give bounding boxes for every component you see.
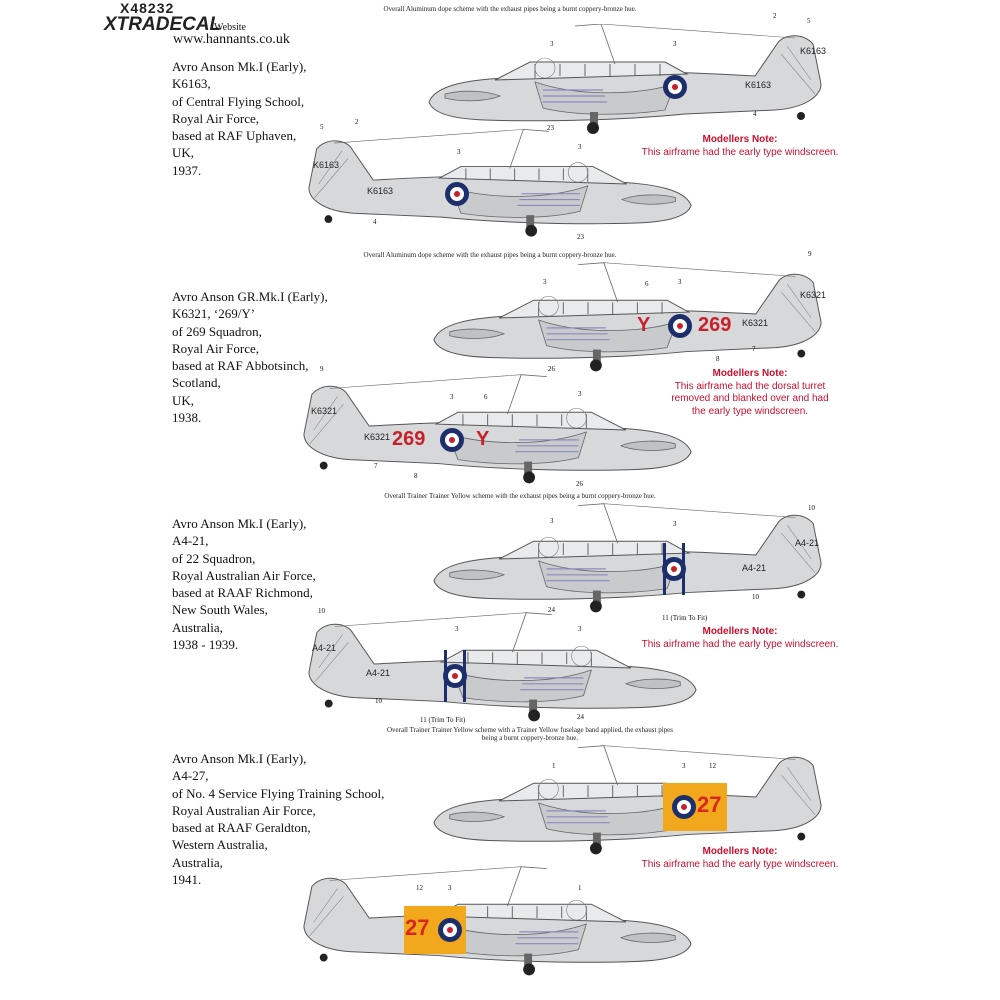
aircraft-4-port-profile xyxy=(300,866,695,976)
website-url[interactable]: www.hannants.co.uk xyxy=(173,32,290,47)
aircraft-4-description: Avro Anson Mk.I (Early),A4-27,of No. 4 S… xyxy=(172,751,385,888)
callout-number: 8 xyxy=(414,472,418,480)
code-number: 269 xyxy=(392,428,426,450)
callout-number: 10 xyxy=(318,607,325,615)
roundel-icon xyxy=(668,314,692,338)
serial-marking: K6163 xyxy=(745,80,772,90)
xtradecal-logo: X48232 XTRADECAL xyxy=(92,0,282,34)
code-letter: Y xyxy=(637,314,651,336)
callout-number: 23 xyxy=(577,233,584,241)
callout-number: 9 xyxy=(808,250,812,258)
aircraft-1-port-profile xyxy=(305,128,695,238)
scheme-caption-3: Overall Trainer Trainer Yellow scheme wi… xyxy=(384,492,656,500)
callout-number: 12 xyxy=(416,884,423,892)
fin-serial-marking: K6321 xyxy=(311,406,338,416)
callout-number: 3 xyxy=(457,148,461,156)
code-number: 27 xyxy=(697,792,722,817)
callout-number: 4 xyxy=(753,110,757,118)
product-code: X48232 xyxy=(120,0,175,16)
callout-number: 1 xyxy=(578,884,582,892)
callout-number: 26 xyxy=(576,480,583,488)
aircraft-4-starboard-profile xyxy=(430,745,825,855)
callout-number: 3 xyxy=(543,278,547,286)
callout-number: 8 xyxy=(716,355,720,363)
serial-marking: K6321 xyxy=(742,318,769,328)
callout-number: 3 xyxy=(450,393,454,401)
callout-number: 3 xyxy=(682,762,686,770)
callout-number: 4 xyxy=(373,218,377,226)
callout-number: 9 xyxy=(320,365,324,373)
aircraft-2-port-profile xyxy=(300,374,695,484)
callout-number: 1 xyxy=(552,762,556,770)
callout-number: 5 xyxy=(320,123,324,131)
serial-marking: K6321 xyxy=(364,432,391,442)
fin-serial-marking: K6321 xyxy=(800,290,827,300)
callout-number: 24 xyxy=(577,713,584,721)
callout-number: 3 xyxy=(673,40,677,48)
callout-number: 7 xyxy=(752,345,756,353)
aircraft-1-starboard-profile xyxy=(425,24,825,134)
roundel-icon xyxy=(438,918,462,942)
serial-marking: A4-21 xyxy=(366,668,391,678)
aircraft-2-starboard-profile xyxy=(430,262,825,372)
callout-number: 5 xyxy=(807,17,811,25)
aircraft-3-starboard-profile xyxy=(430,503,825,613)
scheme-caption-4: Overall Trainer Trainer Yellow scheme wi… xyxy=(387,726,673,742)
callout-number: 3 xyxy=(448,884,452,892)
callout-number: 23 xyxy=(547,124,554,132)
roundel-icon xyxy=(662,557,686,581)
roundel-icon xyxy=(672,795,696,819)
aircraft-3-port-profile xyxy=(305,612,700,722)
callout-number: 3 xyxy=(678,278,682,286)
code-number: 27 xyxy=(405,915,430,940)
fin-serial-marking: A4-21 xyxy=(795,538,820,548)
aircraft-2-description: Avro Anson GR.Mk.I (Early),K6321, ‘269/Y… xyxy=(172,289,328,426)
code-letter: Y xyxy=(476,428,490,450)
callout-number: 10 xyxy=(752,593,759,601)
modellers-note-4: Modellers Note:This airframe had the ear… xyxy=(641,846,839,870)
callout-number: 6 xyxy=(645,280,649,288)
scheme-caption-2: Overall Aluminum dope scheme with the ex… xyxy=(363,251,617,259)
callout-number: 3 xyxy=(578,625,582,633)
scheme-caption-1: Overall Aluminum dope scheme with the ex… xyxy=(383,5,637,13)
serial-marking: A4-21 xyxy=(742,563,767,573)
callout-number: 26 xyxy=(548,365,555,373)
roundel-icon xyxy=(440,428,464,452)
callout-number: 3 xyxy=(455,625,459,633)
callout-number: 7 xyxy=(374,462,378,470)
fin-serial-marking: K6163 xyxy=(313,160,340,170)
roundel-icon xyxy=(663,75,687,99)
callout-number: 10 xyxy=(808,504,815,512)
trim-to-fit-label: 11 (Trim To Fit) xyxy=(662,614,708,622)
roundel-icon xyxy=(445,182,469,206)
callout-number: 12 xyxy=(709,762,716,770)
modellers-note-2: Modellers Note:This airframe had the dor… xyxy=(671,368,829,417)
callout-number: 3 xyxy=(550,40,554,48)
trim-to-fit-label: 11 (Trim To Fit) xyxy=(420,716,466,724)
aircraft-3-description: Avro Anson Mk.I (Early),A4-21,of 22 Squa… xyxy=(172,516,316,653)
callout-number: 3 xyxy=(673,520,677,528)
callout-number: 3 xyxy=(550,517,554,525)
fin-serial-marking: A4-21 xyxy=(312,643,337,653)
callout-number: 2 xyxy=(355,118,359,126)
callout-number: 3 xyxy=(578,143,582,151)
callout-number: 2 xyxy=(773,12,777,20)
callout-number: 6 xyxy=(484,393,488,401)
callout-number: 3 xyxy=(578,390,582,398)
callout-number: 10 xyxy=(375,697,382,705)
serial-marking: K6163 xyxy=(367,186,394,196)
callout-number: 24 xyxy=(548,606,555,614)
modellers-note-1: Modellers Note:This airframe had the ear… xyxy=(641,134,839,158)
website-label: Website xyxy=(214,22,246,33)
roundel-icon xyxy=(443,664,467,688)
aircraft-1-description: Avro Anson Mk.I (Early),K6163,of Central… xyxy=(172,59,307,178)
fin-serial-marking: K6163 xyxy=(800,46,827,56)
brand-name: XTRADECAL xyxy=(104,14,222,35)
modellers-note-3: Modellers Note:This airframe had the ear… xyxy=(641,626,839,650)
code-number: 269 xyxy=(698,314,732,336)
